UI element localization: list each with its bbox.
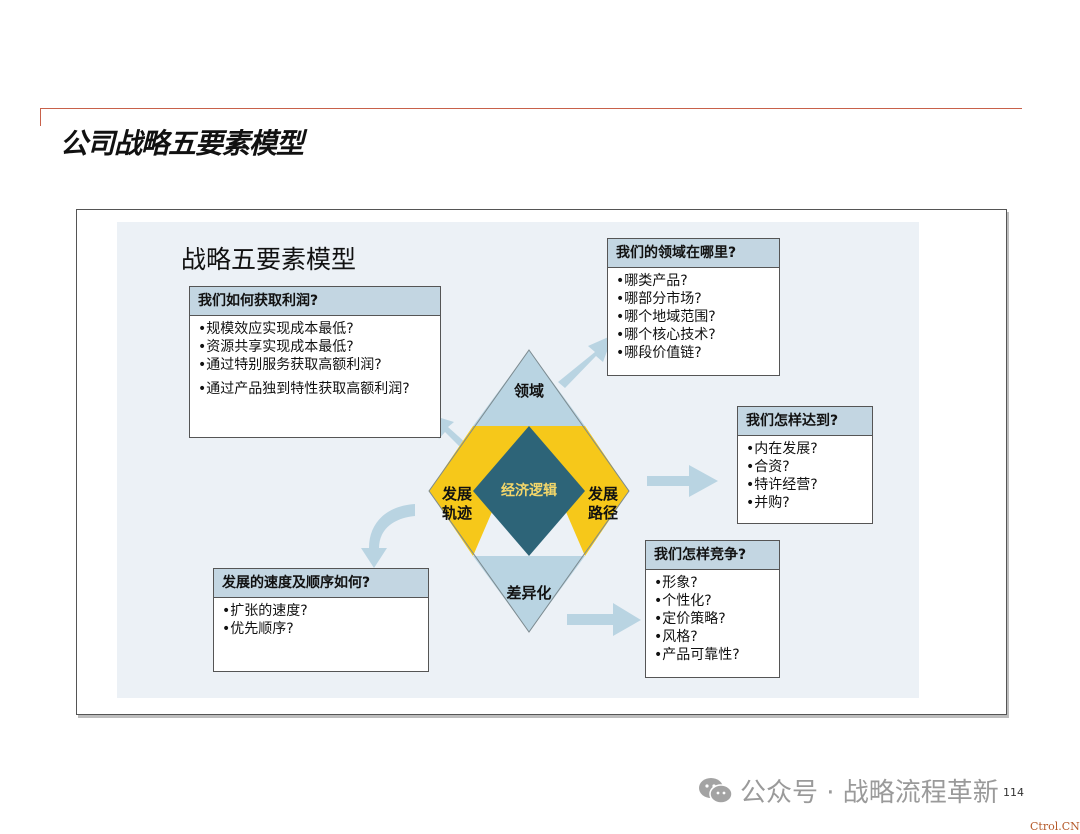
arrow-curved-speed xyxy=(361,504,415,568)
list-item: •哪个地域范围? xyxy=(616,309,716,325)
box-speed: 发展的速度及顺序如何? •扩张的速度? •优先顺序? xyxy=(213,568,429,672)
box-reach-header: 我们怎样达到? xyxy=(738,407,872,436)
diagram-canvas: 战略五要素模型 领域 经济逻辑 发展 轨迹 发展 路径 差异化 xyxy=(117,222,919,698)
diagram-title: 战略五要素模型 xyxy=(181,245,357,274)
diamond-top-domain xyxy=(473,350,585,426)
watermark: 公众号 · 战略流程革新 xyxy=(698,772,999,809)
box-reach: 我们怎样达到? •内在发展? •合资? •特许经营? •并购? xyxy=(737,406,873,524)
label-differentiation: 差异化 xyxy=(506,584,552,602)
list-item: •定价策略? xyxy=(654,611,726,627)
diamond-outline xyxy=(428,349,630,633)
list-item: •产品可靠性? xyxy=(654,647,740,663)
label-path: 发展 路径 xyxy=(587,485,618,522)
corner-tag: Ctrol.CN xyxy=(1030,820,1080,833)
label-domain: 领域 xyxy=(513,382,544,400)
diagram-frame: 战略五要素模型 领域 经济逻辑 发展 轨迹 发展 路径 差异化 xyxy=(76,209,1007,715)
title-rule xyxy=(40,108,1022,109)
title-rule-tick xyxy=(40,108,41,126)
box-domain-header: 我们的领域在哪里? xyxy=(608,239,779,268)
list-item: •形象? xyxy=(654,575,698,591)
label-trajectory: 发展 轨迹 xyxy=(441,485,472,522)
list-item: •资源共享实现成本最低? xyxy=(198,339,354,355)
box-compete-header: 我们怎样竞争? xyxy=(646,541,779,570)
box-compete: 我们怎样竞争? •形象? •个性化? •定价策略? •风格? •产品可靠性? xyxy=(645,540,780,678)
box-profit-header: 我们如何获取利润? xyxy=(190,287,440,316)
list-item: •哪部分市场? xyxy=(616,291,702,307)
wechat-icon xyxy=(698,776,734,806)
list-item: •并购? xyxy=(746,495,790,511)
list-item: •扩张的速度? xyxy=(222,603,308,619)
list-item: •内在发展? xyxy=(746,441,818,457)
arrow-to-compete xyxy=(567,603,641,636)
list-item: •哪类产品? xyxy=(616,273,688,289)
list-item: •特许经营? xyxy=(746,477,818,493)
label-economic-logic: 经济逻辑 xyxy=(501,483,557,499)
list-item: •优先顺序? xyxy=(222,621,294,637)
list-item: •风格? xyxy=(654,629,698,645)
list-item: •通过特别服务获取高额利润? xyxy=(198,357,382,373)
list-item: •个性化? xyxy=(654,593,712,609)
box-profit: 我们如何获取利润? •规模效应实现成本最低? •资源共享实现成本最低? •通过特… xyxy=(189,286,441,438)
diamond-center-logic xyxy=(473,426,585,556)
page-title: 公司战略五要素模型 xyxy=(60,127,304,160)
arrow-to-reach xyxy=(647,465,718,497)
list-item: •通过产品独到特性获取高额利润? xyxy=(198,381,410,397)
list-item: •合资? xyxy=(746,459,790,475)
arrow-to-domain xyxy=(558,335,613,388)
box-domain: 我们的领域在哪里? •哪类产品? •哪部分市场? •哪个地域范围? •哪个核心技… xyxy=(607,238,780,376)
diamond-diagram xyxy=(361,335,718,636)
box-speed-header: 发展的速度及顺序如何? xyxy=(214,569,428,598)
list-item: •哪个核心技术? xyxy=(616,327,716,343)
list-item: •规模效应实现成本最低? xyxy=(198,321,354,337)
list-item: •哪段价值链? xyxy=(616,345,702,361)
page-number: 114 xyxy=(1003,786,1024,799)
diamond-bottom-diff xyxy=(473,556,585,632)
watermark-text: 公众号 · 战略流程革新 xyxy=(740,778,999,808)
